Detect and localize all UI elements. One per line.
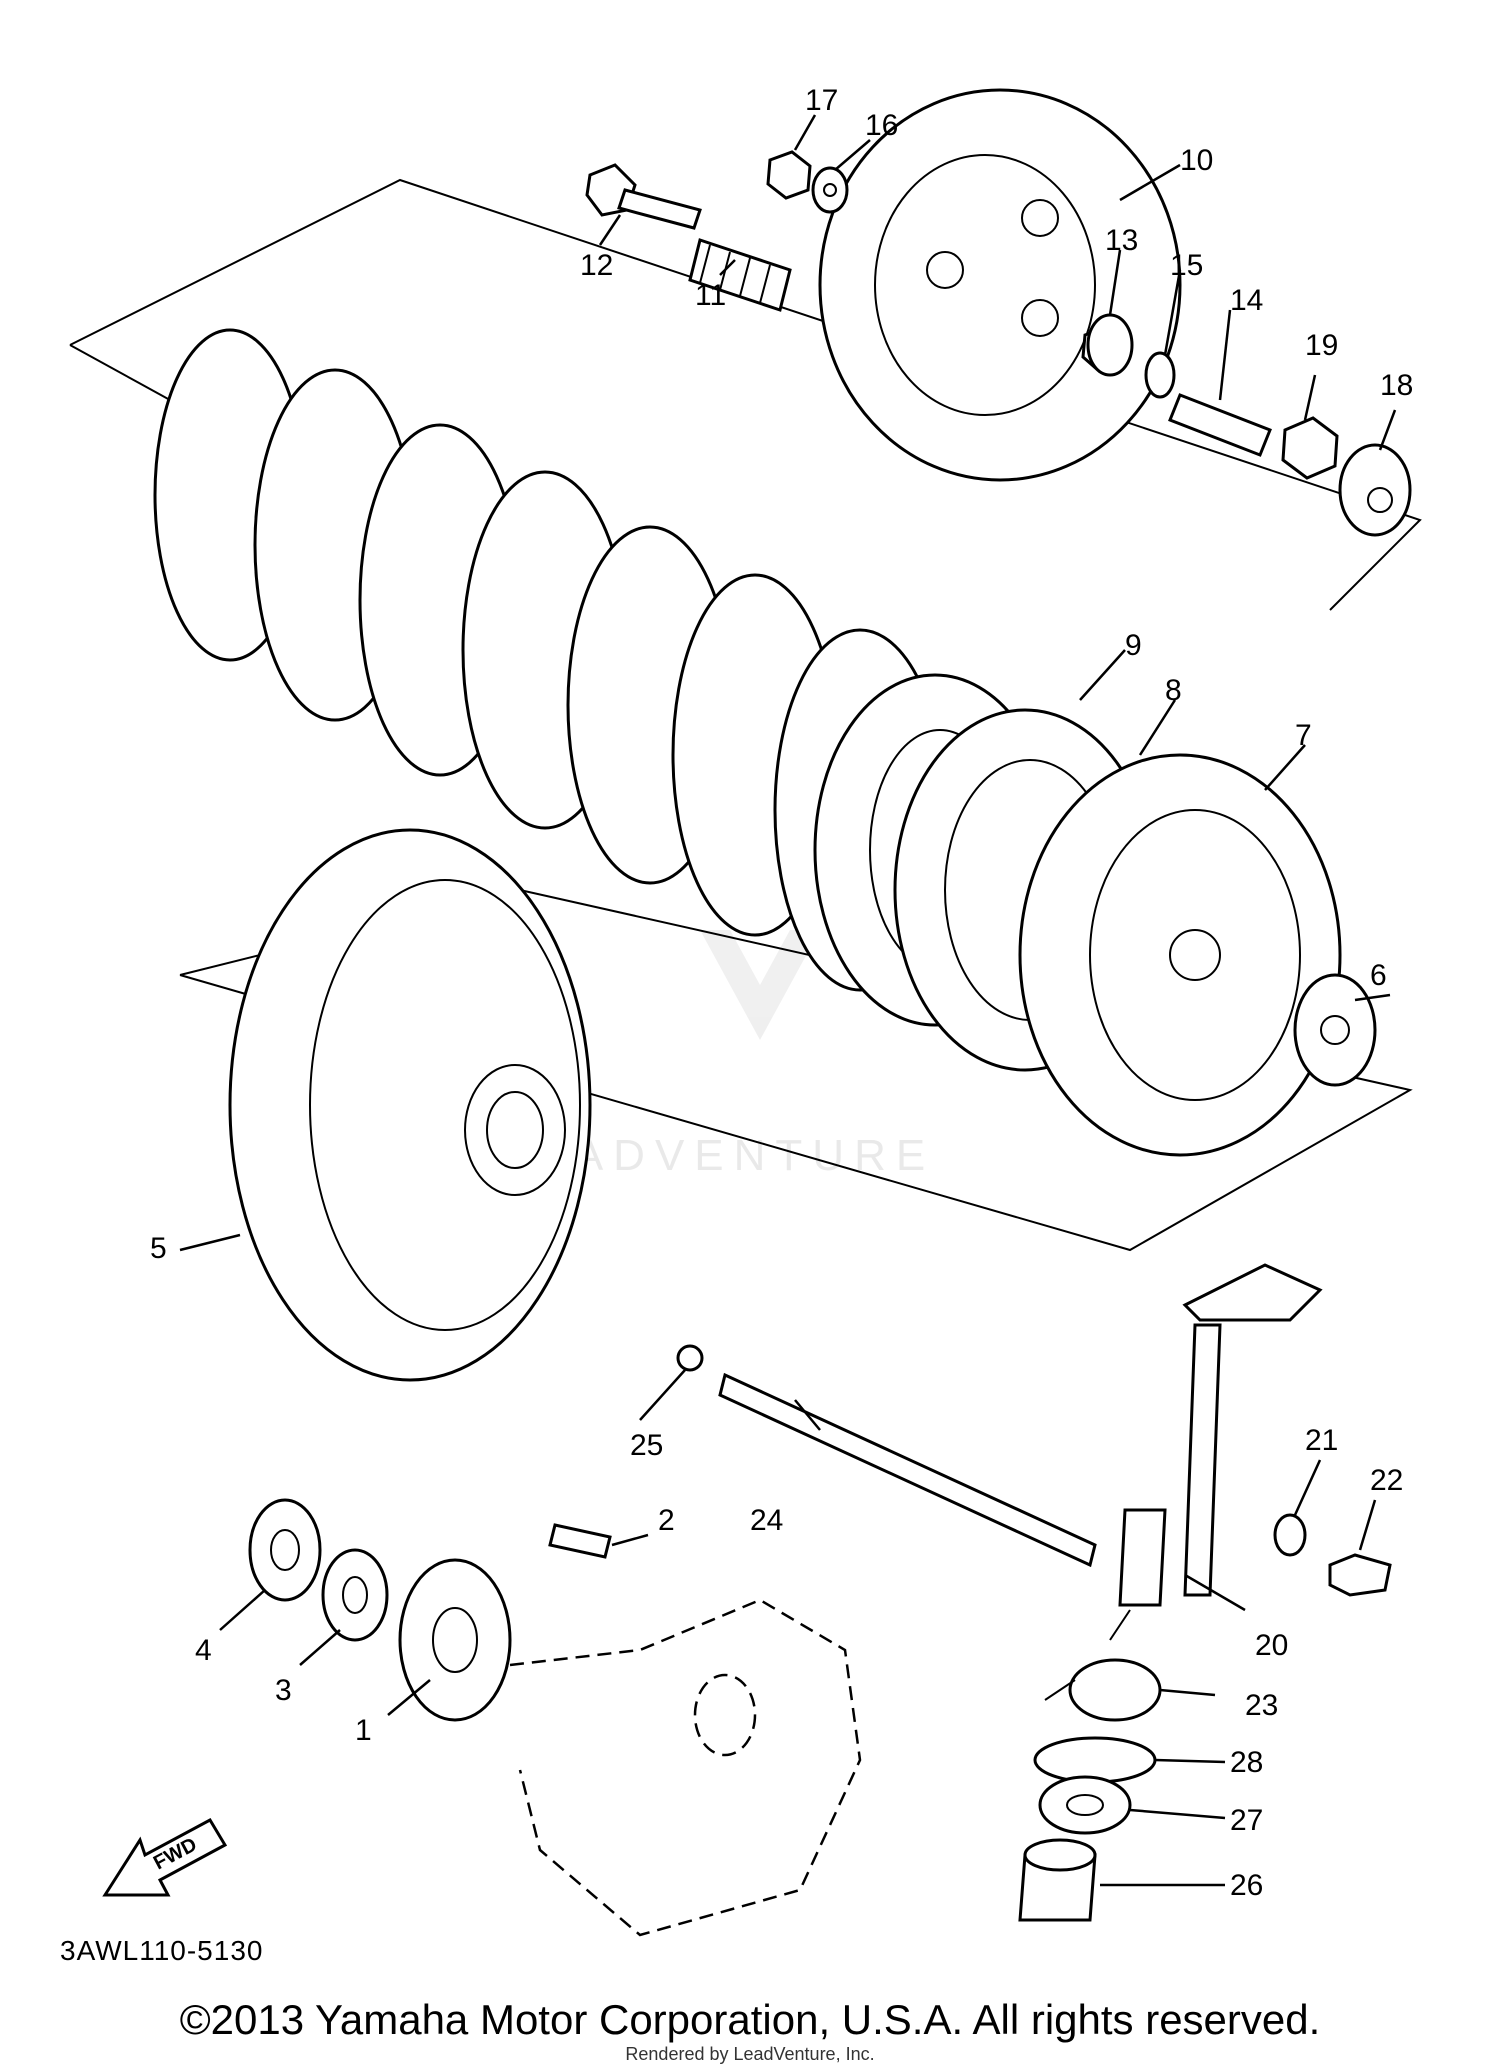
part-2-key — [548, 1523, 612, 1559]
callout-26: 26 — [1230, 1869, 1263, 1902]
part-28-circlip — [1033, 1736, 1157, 1784]
fwd-direction-arrow: FWD — [102, 1818, 228, 1897]
callout-23: 23 — [1245, 1689, 1278, 1722]
callout-25: 25 — [630, 1429, 663, 1462]
callout-15: 15 — [1170, 249, 1203, 282]
part-21-washer — [1273, 1513, 1307, 1557]
part-25-ball — [676, 1344, 704, 1372]
callout-19: 19 — [1305, 329, 1338, 362]
leader-lines — [179, 114, 1397, 1887]
part-6-washer — [1293, 973, 1377, 1087]
part-13-nut — [1081, 313, 1134, 377]
part-5-clutch-housing — [228, 828, 592, 1382]
callout-22: 22 — [1370, 1464, 1403, 1497]
callout-8: 8 — [1165, 674, 1182, 707]
callout-6: 6 — [1370, 959, 1387, 992]
callout-10: 10 — [1180, 144, 1213, 177]
part-26-bushing — [1018, 1838, 1097, 1922]
copyright-notice: ©2013 Yamaha Motor Corporation, U.S.A. A… — [179, 1996, 1321, 2043]
drawing-code: 3AWL110-5130 — [60, 1935, 263, 1966]
part-23-spring — [1044, 1609, 1162, 1722]
callout-9: 9 — [1125, 629, 1142, 662]
part-3-lock-washer — [321, 1548, 389, 1642]
callout-1: 1 — [355, 1714, 372, 1747]
callout-5: 5 — [150, 1232, 167, 1265]
part-17-nut — [766, 150, 812, 200]
callout-20: 20 — [1255, 1629, 1288, 1662]
part-16-washer — [811, 166, 849, 214]
callout-28: 28 — [1230, 1746, 1263, 1779]
crankshaft-outline — [509, 1598, 862, 1937]
part-18-lock-washer — [1338, 443, 1412, 537]
part-14-adjust-screw — [1168, 393, 1272, 457]
part-4-nut — [248, 1498, 322, 1602]
part-1-primary-drive-gear — [398, 1558, 512, 1722]
rendered-by-credit: Rendered by LeadVenture, Inc. — [625, 2044, 875, 2064]
part-12-bolt — [585, 163, 702, 230]
part-19-locknut — [1281, 416, 1339, 480]
callouts: 1 2 3 4 5 6 7 8 9 10 11 12 13 14 15 16 1… — [150, 84, 1413, 1902]
callout-18: 18 — [1380, 369, 1413, 402]
part-20-push-lever-shaft — [1118, 1263, 1323, 1607]
part-15-o-ring — [1144, 351, 1176, 399]
callout-12: 12 — [580, 249, 613, 282]
part-27-oil-seal — [1038, 1775, 1132, 1835]
callout-13: 13 — [1105, 224, 1138, 257]
callout-11: 11 — [695, 279, 726, 312]
callout-27: 27 — [1230, 1804, 1263, 1837]
callout-21: 21 — [1305, 1424, 1338, 1457]
callout-24: 24 — [750, 1504, 783, 1537]
callout-2: 2 — [658, 1504, 675, 1537]
callout-3: 3 — [275, 1674, 292, 1707]
part-22-screw — [1328, 1553, 1392, 1597]
callout-7: 7 — [1295, 719, 1312, 752]
part-10-clutch-cover-plate — [818, 88, 1182, 482]
part-7-pressure-plate — [1018, 753, 1342, 1157]
callout-16: 16 — [865, 109, 898, 142]
callout-4: 4 — [195, 1634, 212, 1667]
callout-14: 14 — [1230, 284, 1263, 317]
callout-17: 17 — [805, 84, 838, 117]
clutch-plates-stack — [153, 328, 947, 992]
